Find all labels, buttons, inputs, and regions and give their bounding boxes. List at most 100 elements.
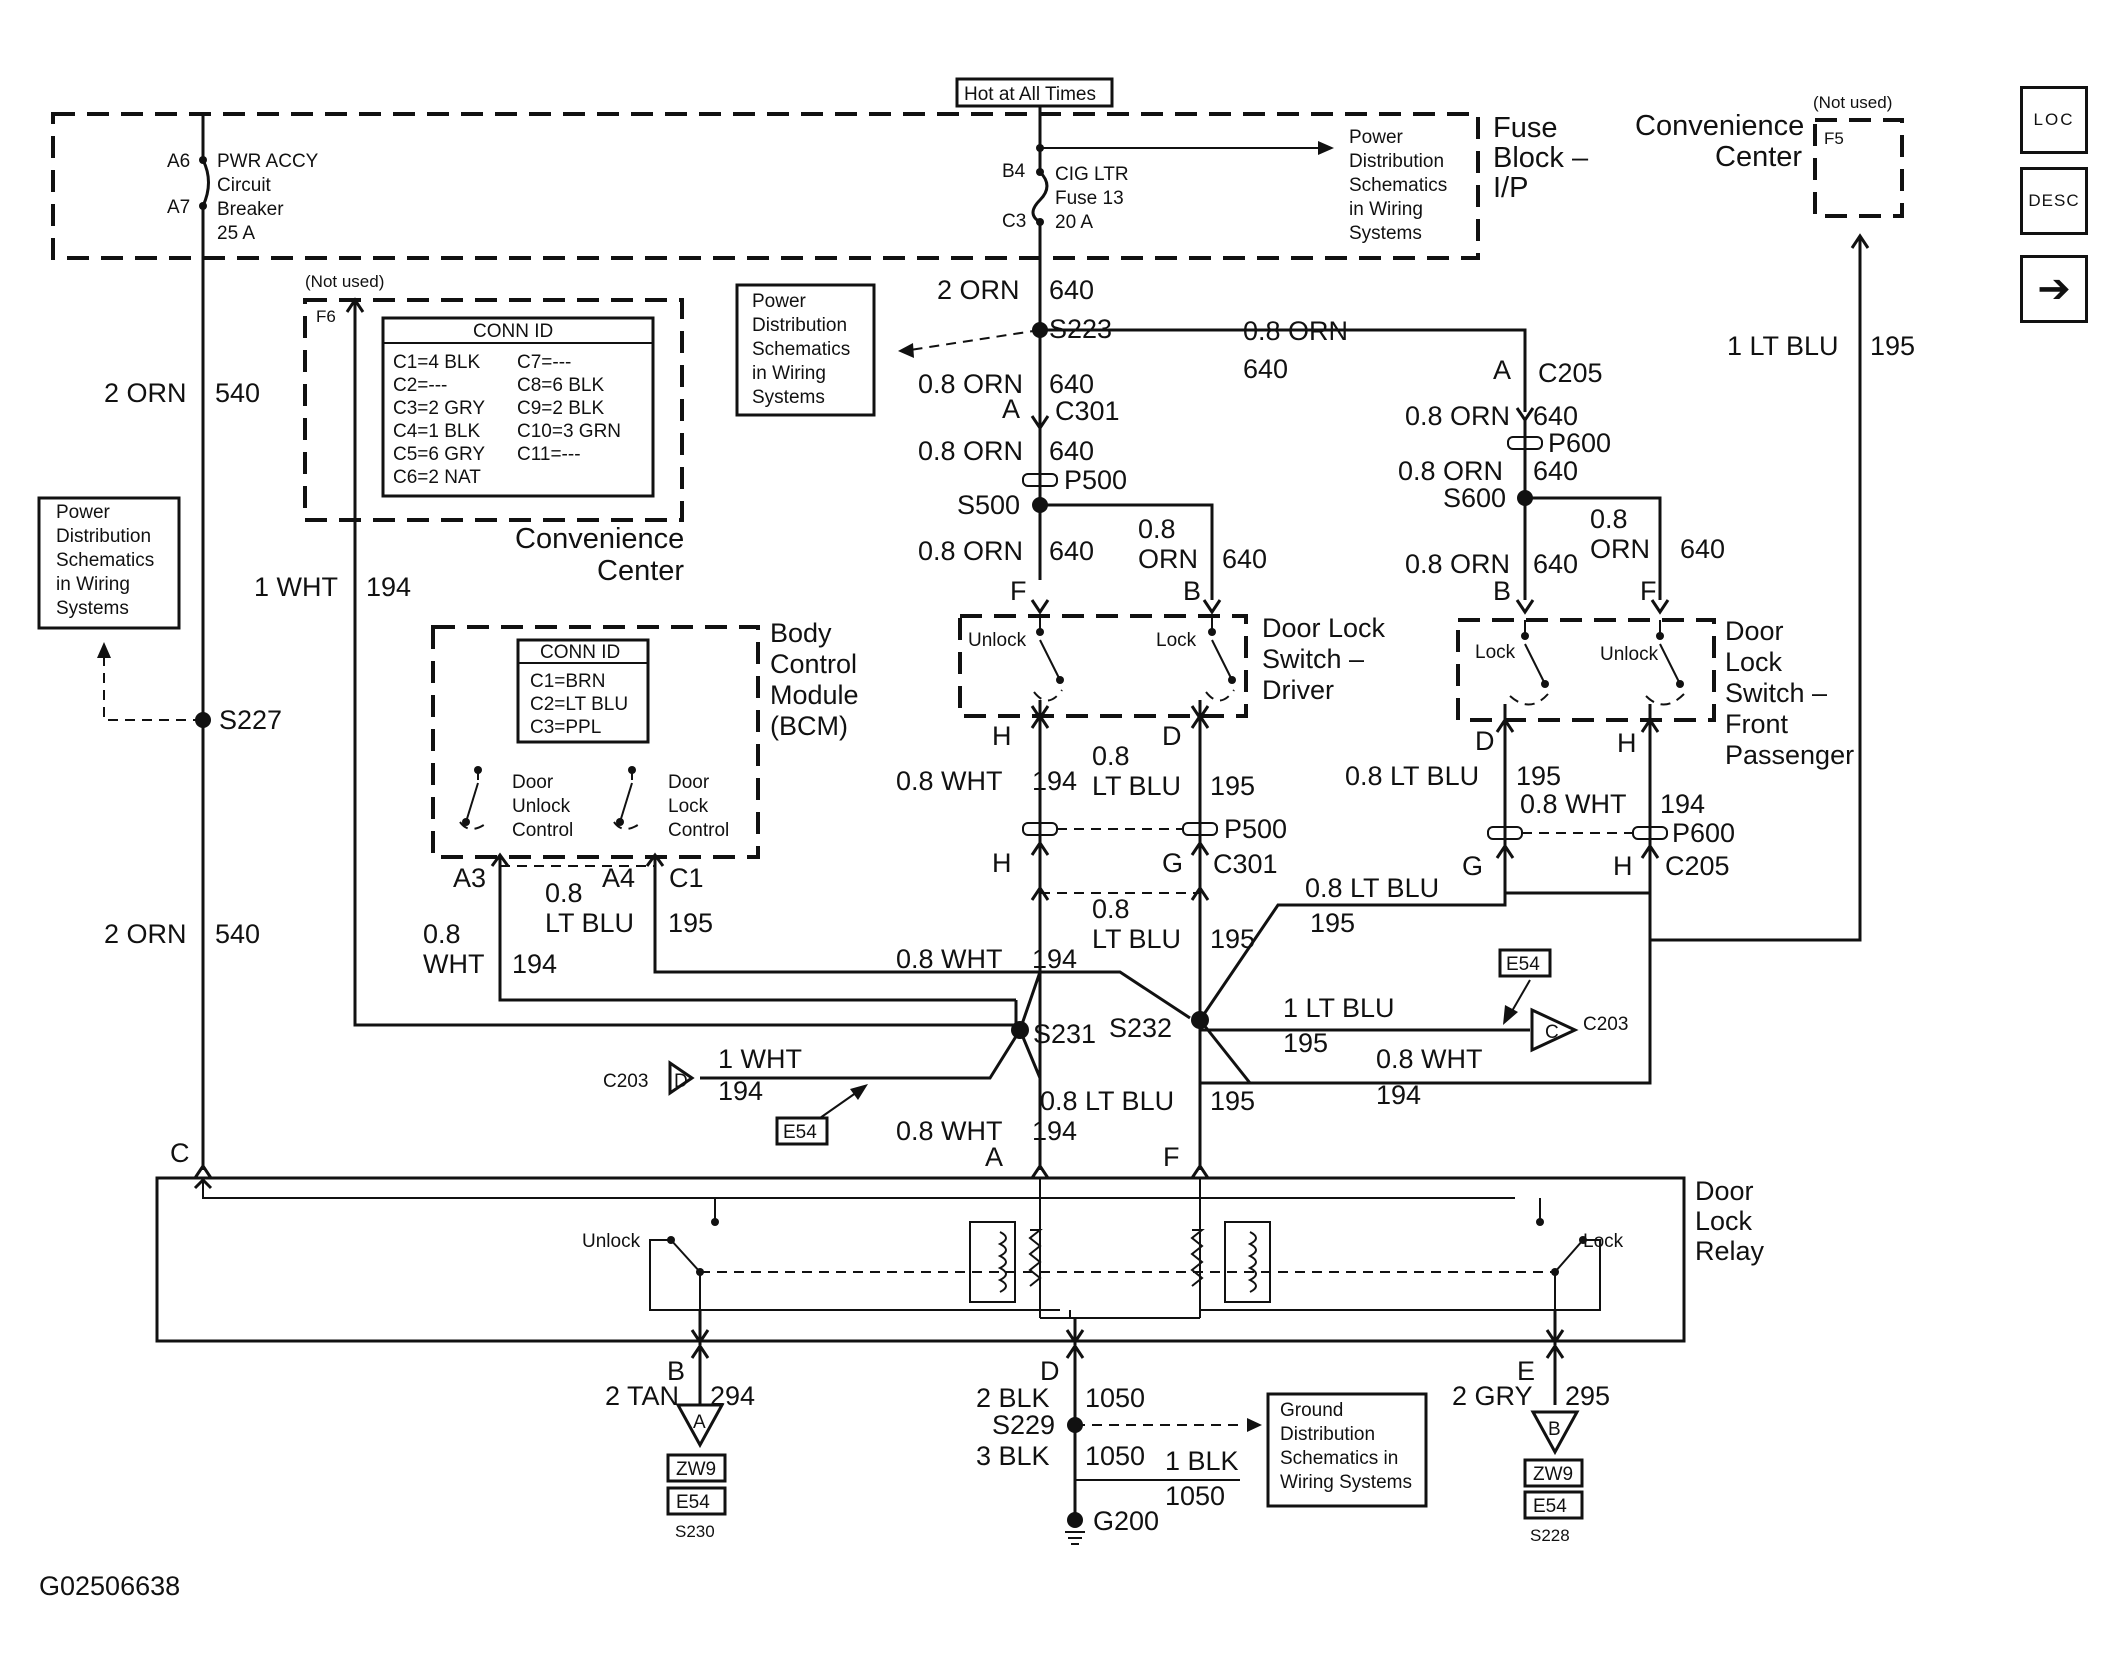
breaker-label-2: Circuit — [217, 175, 272, 196]
svg-text:ORN: ORN — [1590, 534, 1650, 564]
description-button[interactable]: DESC — [2020, 167, 2088, 235]
svg-text:ZW9: ZW9 — [676, 1459, 716, 1480]
svg-text:640: 640 — [1243, 354, 1288, 384]
e54-tag-bottom-left — [666, 1486, 727, 1516]
svg-text:G: G — [1162, 848, 1183, 878]
svg-text:1050: 1050 — [1085, 1383, 1145, 1413]
svg-text:Door: Door — [1695, 1176, 1754, 1206]
svg-text:Relay: Relay — [1695, 1236, 1765, 1266]
svg-text:S228: S228 — [1530, 1526, 1570, 1545]
passenger-unlock-contact — [1645, 620, 1685, 706]
fuse-pin-b4: B4 — [1002, 161, 1026, 182]
svg-text:F: F — [1163, 1142, 1180, 1172]
svg-text:640: 640 — [1680, 534, 1725, 564]
svg-text:0.8 ORN: 0.8 ORN — [918, 369, 1023, 399]
svg-text:0.8 LT BLU: 0.8 LT BLU — [1345, 761, 1479, 791]
bcm-outline — [431, 625, 760, 859]
svg-text:S230: S230 — [675, 1522, 715, 1541]
svg-text:in Wiring: in Wiring — [1349, 199, 1423, 220]
svg-text:640: 640 — [1533, 401, 1578, 431]
svg-text:Distribution: Distribution — [752, 315, 847, 336]
svg-text:S232: S232 — [1109, 1013, 1172, 1043]
svg-text:LT BLU: LT BLU — [545, 908, 634, 938]
svg-text:2 TAN: 2 TAN — [605, 1381, 679, 1411]
svg-text:0.8: 0.8 — [1092, 894, 1130, 924]
fuse-block-outline — [51, 112, 1480, 260]
gds-box — [1266, 1392, 1428, 1508]
wire-194-convenience — [353, 302, 1016, 1027]
svg-text:S500: S500 — [957, 490, 1020, 520]
svg-text:640: 640 — [1222, 544, 1267, 574]
svg-text:CONN ID: CONN ID — [540, 642, 620, 663]
svg-text:P500: P500 — [1064, 465, 1127, 495]
location-button[interactable]: LOC — [2020, 86, 2088, 154]
svg-text:Distribution: Distribution — [1280, 1424, 1375, 1445]
svg-text:C: C — [170, 1138, 190, 1168]
svg-text:Switch –: Switch – — [1725, 678, 1827, 708]
svg-text:H: H — [992, 848, 1012, 878]
svg-text:195: 195 — [1870, 331, 1915, 361]
breaker-pin-a7: A7 — [167, 197, 190, 218]
svg-text:Wiring Systems: Wiring Systems — [1280, 1472, 1412, 1493]
fuse-label-3: 20 A — [1055, 212, 1093, 233]
convenience-center-f5-outline — [1813, 118, 1904, 218]
svg-text:295: 295 — [1565, 1381, 1610, 1411]
svg-text:Unlock: Unlock — [512, 796, 571, 817]
svg-text:194: 194 — [1032, 766, 1077, 796]
svg-text:1 WHT: 1 WHT — [718, 1044, 802, 1074]
zw9-tag-right — [1523, 1458, 1584, 1488]
door-lock-control-switch — [613, 766, 643, 830]
svg-text:2 BLK: 2 BLK — [976, 1383, 1050, 1413]
svg-text:Switch –: Switch – — [1262, 644, 1364, 674]
svg-text:C3=2 GRY: C3=2 GRY — [393, 398, 485, 419]
svg-text:Power: Power — [752, 291, 807, 312]
svg-text:Convenience: Convenience — [515, 523, 684, 555]
pds-box-left — [37, 496, 181, 630]
svg-text:C203: C203 — [603, 1071, 648, 1092]
svg-text:C205: C205 — [1665, 851, 1730, 881]
next-page-button[interactable]: ➔ — [2020, 255, 2088, 323]
svg-text:ORN: ORN — [1138, 544, 1198, 574]
svg-text:S600: S600 — [1443, 483, 1506, 513]
svg-text:C5=6 GRY: C5=6 GRY — [393, 444, 485, 465]
svg-text:0.8 ORN: 0.8 ORN — [1398, 456, 1503, 486]
svg-text:0.8 ORN: 0.8 ORN — [918, 436, 1023, 466]
svg-text:Lock: Lock — [1583, 1231, 1624, 1252]
svg-text:F6: F6 — [316, 307, 336, 326]
pds-arrow-right — [1318, 141, 1334, 155]
svg-text:Lock: Lock — [1725, 647, 1783, 677]
svg-text:Front: Front — [1725, 709, 1789, 739]
svg-text:194: 194 — [366, 572, 411, 602]
svg-text:Door: Door — [512, 772, 554, 793]
svg-text:Systems: Systems — [752, 387, 825, 408]
ground-g200 — [1067, 1512, 1083, 1528]
svg-text:C11=---: C11=--- — [517, 444, 581, 465]
conn-id-right: C7=--- C8=6 BLK C9=2 BLK C10=3 GRN C11=-… — [517, 352, 621, 465]
svg-text:640: 640 — [1049, 436, 1094, 466]
svg-text:B: B — [1493, 576, 1511, 606]
pds-box-center — [735, 283, 876, 417]
svg-text:C: C — [1545, 1022, 1559, 1043]
door-lock-relay-outline — [155, 1176, 1686, 1343]
svg-text:(BCM): (BCM) — [770, 711, 848, 741]
svg-text:640: 640 — [1533, 549, 1578, 579]
svg-text:3 BLK: 3 BLK — [976, 1441, 1050, 1471]
conn-id-left: C1=4 BLK C2=--- C3=2 GRY C4=1 BLK C5=6 G… — [393, 352, 485, 488]
svg-text:195: 195 — [1516, 761, 1561, 791]
svg-text:Passenger: Passenger — [1725, 740, 1854, 770]
svg-text:H: H — [1617, 728, 1637, 758]
svg-text:0.8 WHT: 0.8 WHT — [896, 944, 1003, 974]
svg-text:0.8 WHT: 0.8 WHT — [896, 1116, 1003, 1146]
svg-text:P500: P500 — [1224, 814, 1287, 844]
ground-ref-a — [675, 1403, 725, 1449]
breaker-pin-a6: A6 — [167, 151, 190, 172]
svg-text:Power: Power — [1349, 127, 1404, 148]
svg-text:2 GRY: 2 GRY — [1452, 1381, 1533, 1411]
svg-text:0.8: 0.8 — [1138, 514, 1176, 544]
svg-text:F5: F5 — [1824, 129, 1844, 148]
relay-coil-unlock — [969, 1221, 1016, 1303]
svg-text:S229: S229 — [992, 1410, 1055, 1440]
passenger-switch-outline — [1456, 618, 1716, 722]
wire-540-color-bottom: 2 ORN — [104, 919, 187, 949]
svg-text:C3=PPL: C3=PPL — [530, 717, 601, 738]
